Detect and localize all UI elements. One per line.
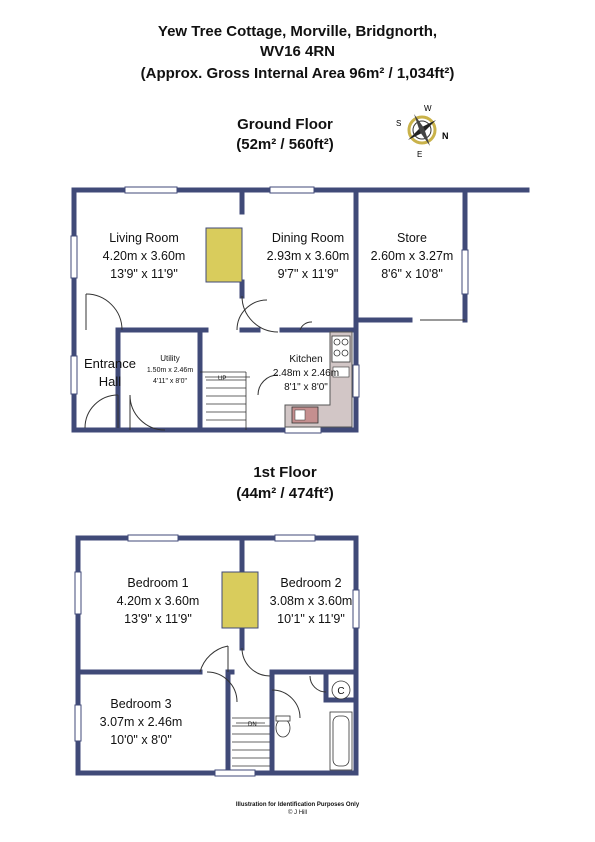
bedroom2-imperial: 10'1" x 11'9": [277, 612, 345, 626]
compass-w: W: [424, 104, 432, 113]
store-metric: 2.60m x 3.27m: [371, 249, 454, 263]
ground-stair-label: UP: [218, 376, 226, 382]
utility-name: Utility: [160, 354, 180, 363]
living-room-metric: 4.20m x 3.60m: [103, 249, 186, 263]
cylinder-label: C: [337, 686, 344, 697]
bedroom3-imperial: 10'0" x 8'0": [110, 733, 172, 747]
first-staircase: [232, 717, 270, 767]
bedroom1-imperial: 13'9" x 11'9": [124, 612, 192, 626]
compass-n: N: [442, 131, 449, 141]
property-address-line1: Yew Tree Cottage, Morville, Bridgnorth,: [157, 23, 438, 40]
entrance-name: Entrance: [84, 356, 136, 371]
ground-floor-plan: UP Living Room 4.20m x 3.60m 13'9" x 11'…: [70, 186, 530, 434]
kitchen-imperial: 8'1" x 8'0": [284, 382, 328, 393]
dining-room-name: Dining Room: [272, 231, 344, 245]
bedroom3-metric: 3.07m x 2.46m: [100, 715, 183, 729]
first-floor-title: 1st Floor: [253, 464, 317, 481]
store-name: Store: [397, 231, 427, 245]
gross-internal-area: (Approx. Gross Internal Area 96m² / 1,03…: [140, 65, 455, 82]
bedroom1-metric: 4.20m x 3.60m: [117, 594, 200, 608]
compass-s: S: [396, 119, 401, 128]
dining-room-imperial: 9'7" x 11'9": [278, 267, 339, 281]
kitchen-units: [284, 331, 353, 428]
living-room-name: Living Room: [109, 231, 178, 245]
entrance-hall: Hall: [99, 374, 122, 389]
utility-metric: 1.50m x 2.46m: [147, 367, 193, 374]
ground-floor-area: (52m² / 560ft²): [236, 136, 334, 153]
utility-imperial: 4'11" x 8'0": [153, 378, 187, 385]
first-chimney-breast: [221, 571, 259, 629]
hot-water-cylinder-icon: [331, 680, 351, 700]
copyright: © J Hill: [287, 810, 308, 816]
living-room-imperial: 13'9" x 11'9": [110, 267, 178, 281]
dining-room-metric: 2.93m x 3.60m: [267, 249, 350, 263]
kitchen-name: Kitchen: [289, 354, 322, 365]
first-floor-area: (44m² / 474ft²): [236, 485, 334, 502]
ground-staircase: [200, 371, 250, 430]
disclaimer: Illustration for Identification Purposes…: [235, 802, 360, 808]
property-postcode: WV16 4RN: [259, 43, 336, 60]
bedroom3-name: Bedroom 3: [110, 697, 171, 711]
first-floor-plan: C DN Bedroom 1 4.20m x 3.60m 13'9" x 11'…: [74, 534, 360, 777]
ground-floor-title: Ground Floor: [237, 116, 333, 133]
kitchen-metric: 2.48m x 2.46m: [273, 368, 339, 379]
compass-e: E: [417, 150, 422, 159]
ground-chimney-breast: [205, 227, 243, 283]
bedroom2-name: Bedroom 2: [280, 576, 341, 590]
bedroom2-metric: 3.08m x 3.60m: [270, 594, 353, 608]
bedroom1-name: Bedroom 1: [127, 576, 188, 590]
bathroom-fittings: [275, 711, 353, 771]
first-stair-label: DN: [248, 722, 257, 728]
store-imperial: 8'6" x 10'8": [381, 267, 443, 281]
compass-icon: N E S W: [396, 104, 449, 159]
